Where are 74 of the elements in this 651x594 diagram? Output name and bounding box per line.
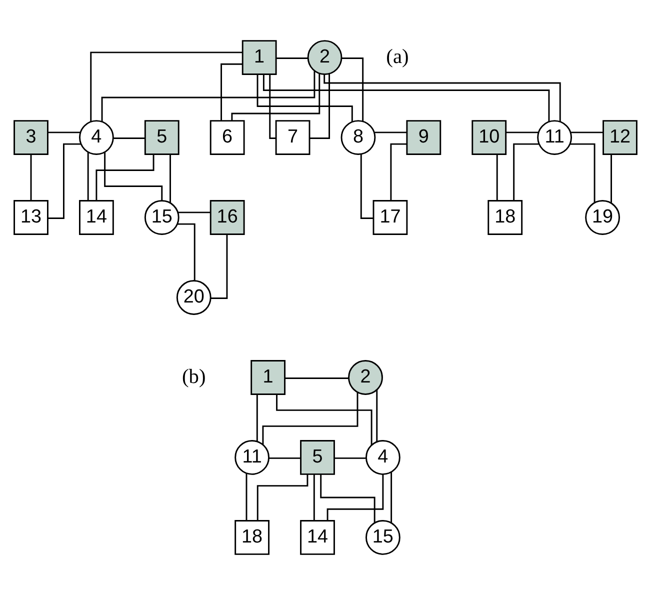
- connector: [256, 474, 308, 520]
- node-circle: 4: [79, 120, 114, 154]
- node-circle: 4: [366, 440, 400, 474]
- connector: [268, 456, 300, 458]
- node-box: 13: [14, 200, 48, 234]
- connector: [285, 376, 349, 378]
- connector: [324, 74, 561, 121]
- node-box: 6: [210, 120, 245, 154]
- connector: [87, 152, 89, 200]
- connector: [320, 474, 376, 522]
- connector: [210, 234, 228, 298]
- node-circle: 15: [144, 200, 180, 234]
- connector: [334, 456, 366, 458]
- connector: [262, 74, 550, 122]
- label: (a): [386, 45, 409, 68]
- node-circle: 11: [537, 120, 572, 154]
- connector: [360, 154, 373, 218]
- node-box: 18: [488, 200, 523, 234]
- node-box: 16: [210, 200, 245, 234]
- connector: [104, 152, 163, 200]
- connector: [390, 142, 407, 200]
- connector: [256, 74, 353, 122]
- connector: [170, 154, 171, 202]
- node-circle: 19: [585, 200, 620, 234]
- connector: [326, 474, 384, 520]
- connector: [231, 72, 320, 120]
- node-box: 14: [79, 200, 114, 234]
- node-box: 1: [250, 360, 286, 394]
- node-circle: 20: [176, 280, 212, 314]
- connector: [48, 142, 81, 218]
- node-circle: 11: [234, 440, 270, 474]
- node-box: 1: [242, 40, 277, 74]
- node-box: 9: [406, 120, 442, 154]
- label: (b): [182, 365, 206, 388]
- node-box: 14: [300, 520, 335, 554]
- connector: [571, 131, 604, 133]
- connector: [262, 392, 358, 444]
- connector: [506, 131, 539, 133]
- connector: [376, 389, 378, 441]
- connector: [269, 74, 276, 138]
- node-box: 12: [602, 120, 638, 154]
- connector: [310, 73, 330, 138]
- connector: [513, 142, 539, 200]
- node-circle: 2: [307, 40, 342, 74]
- connector: [101, 70, 316, 122]
- connector: [48, 131, 80, 133]
- connector: [177, 222, 196, 280]
- node-circle: 8: [340, 120, 376, 154]
- connector: [96, 154, 154, 200]
- node-box: 7: [275, 120, 310, 154]
- node-circle: 15: [366, 520, 400, 554]
- node-box: 3: [14, 120, 48, 154]
- connector: [342, 57, 364, 121]
- connector: [313, 474, 315, 520]
- connector: [178, 211, 211, 213]
- node-box: 18: [234, 520, 270, 554]
- connector: [246, 472, 248, 520]
- node-box: 5: [300, 440, 335, 474]
- connector: [610, 154, 612, 202]
- node-circle: 2: [348, 360, 383, 394]
- node-box: 17: [372, 200, 408, 234]
- connector: [276, 57, 308, 58]
- connector: [220, 62, 243, 120]
- connector: [374, 131, 407, 133]
- connector: [496, 154, 498, 200]
- node-box: 5: [144, 120, 180, 154]
- connector: [276, 394, 372, 445]
- connector: [114, 137, 146, 138]
- node-box: 10: [472, 120, 507, 154]
- connector: [30, 154, 32, 200]
- connector: [256, 394, 258, 441]
- connector: [570, 142, 596, 202]
- connector: [390, 472, 392, 522]
- connector: [90, 51, 243, 122]
